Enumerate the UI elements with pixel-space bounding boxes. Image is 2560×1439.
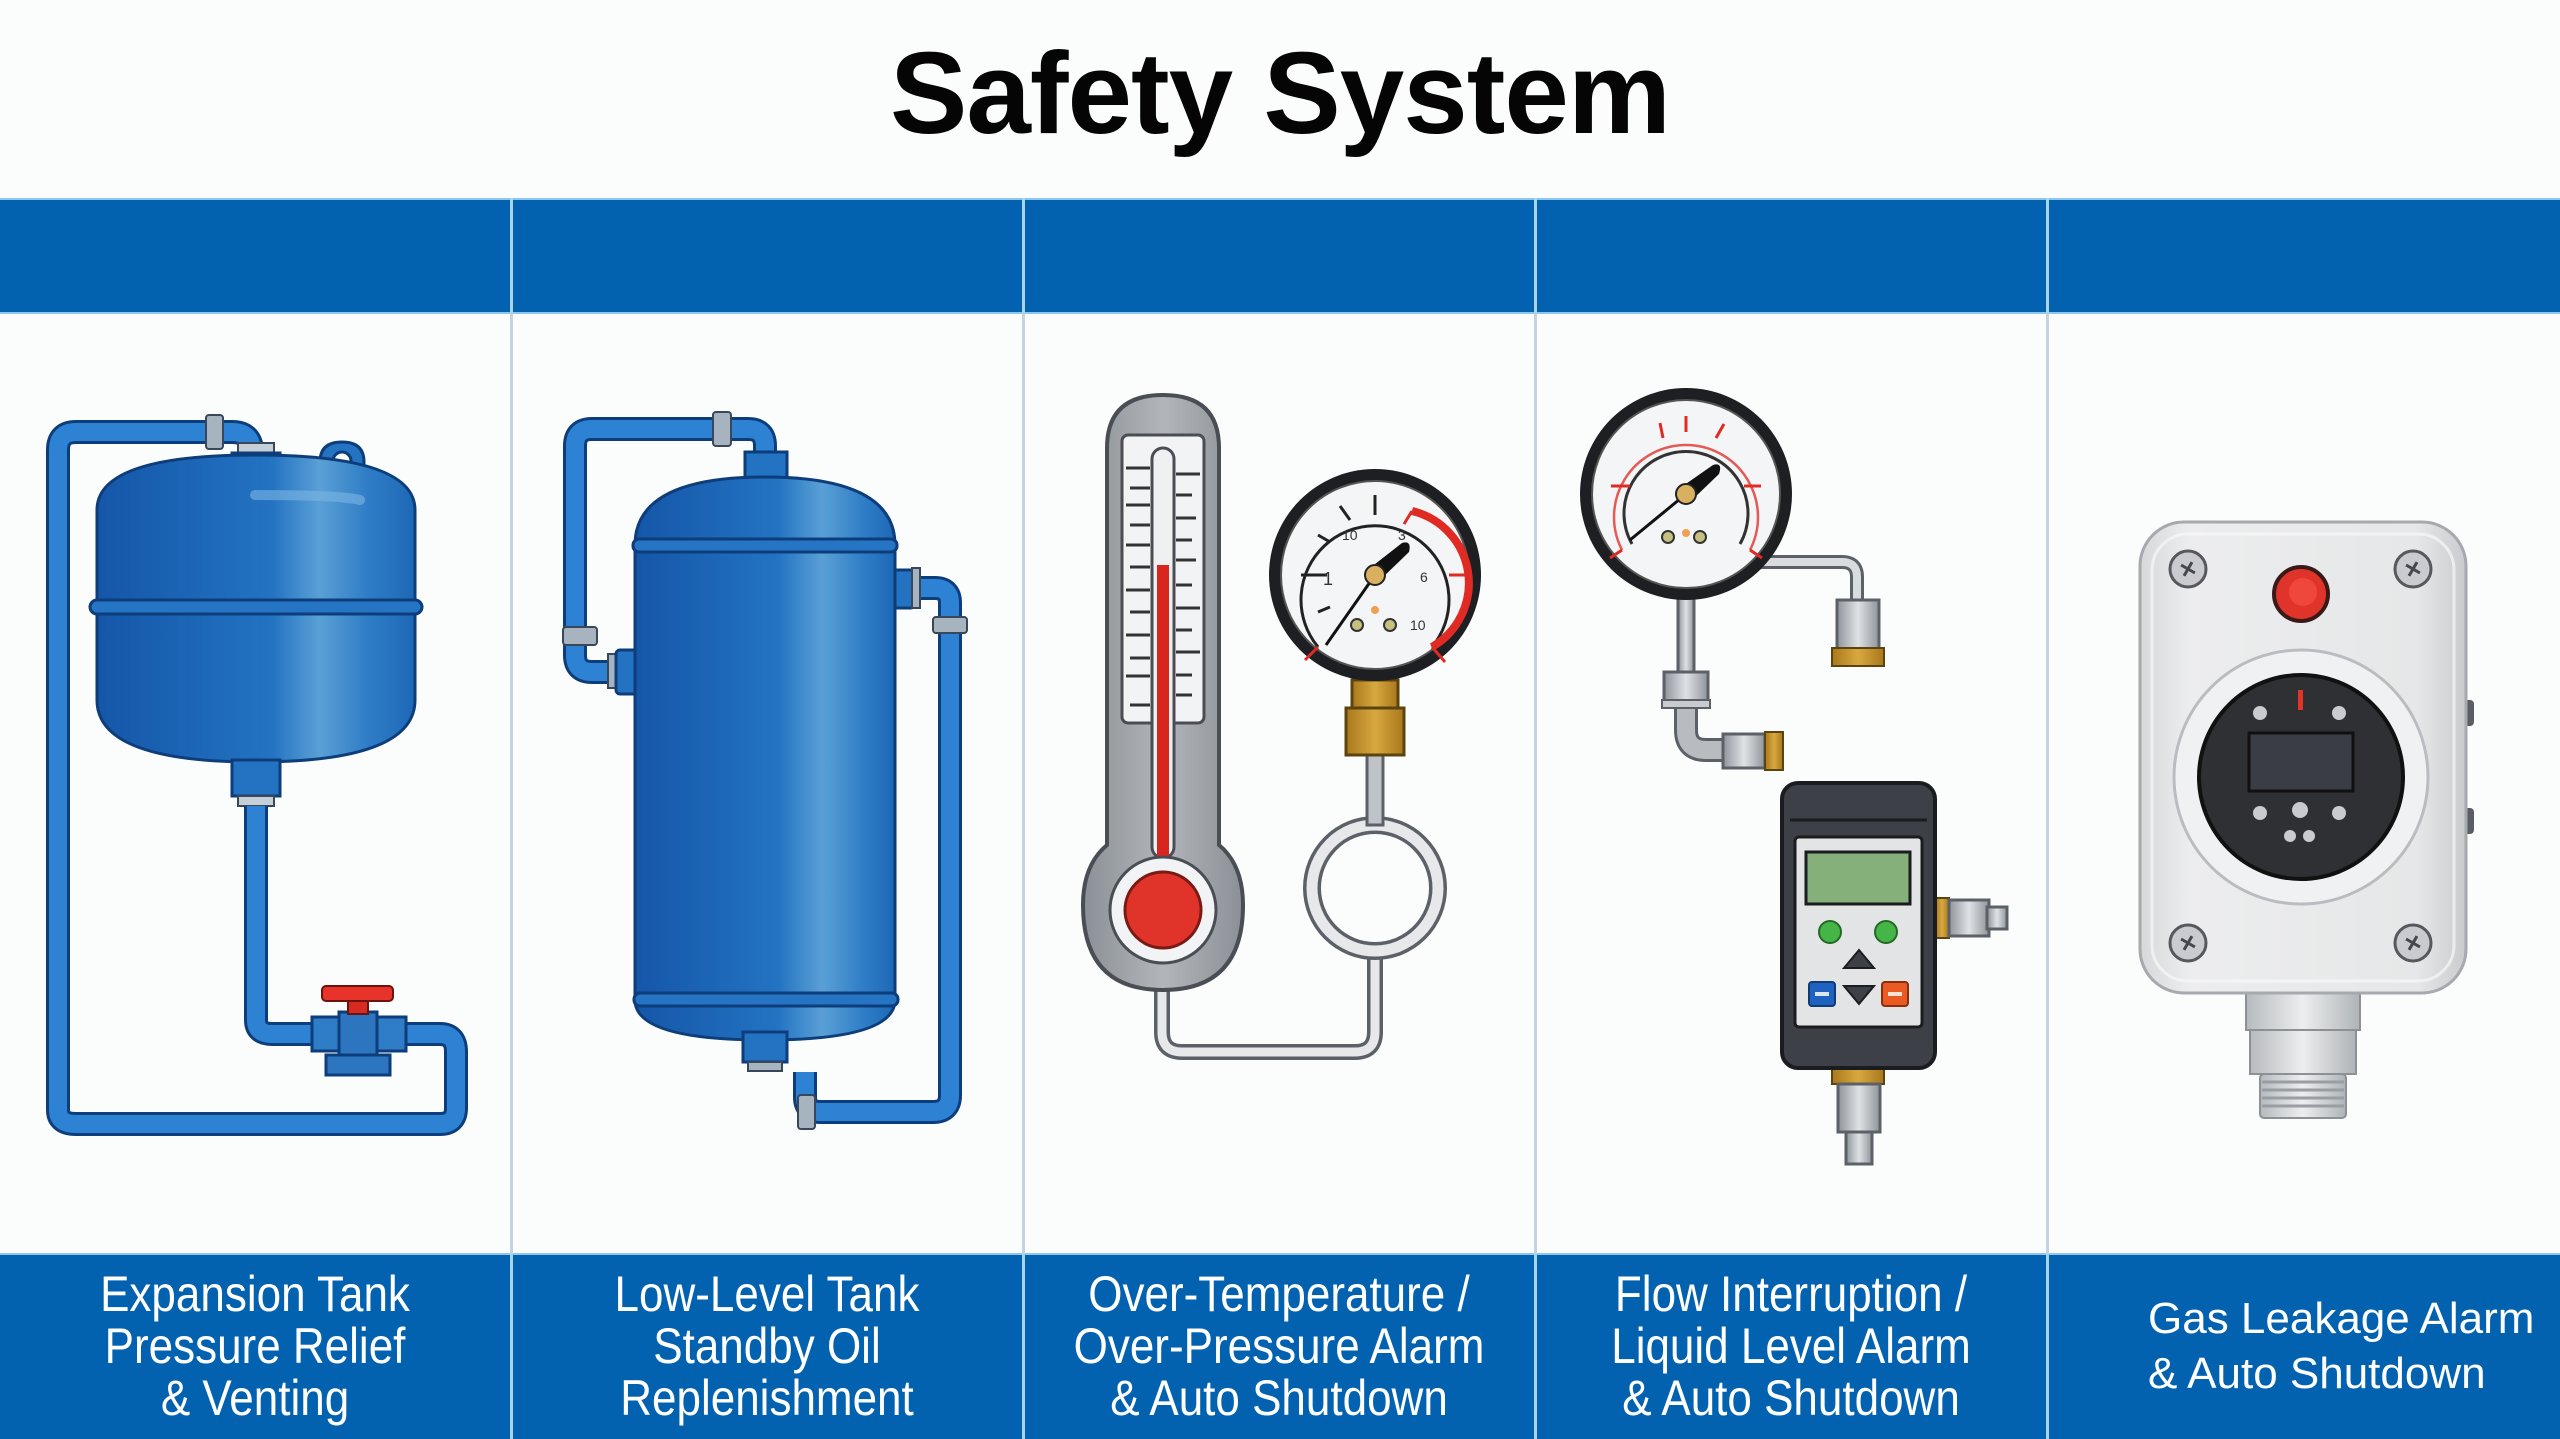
page-title: Safety System (889, 28, 1671, 158)
panel-flow-interruption (1536, 316, 2046, 1251)
column-divider (1022, 198, 1025, 1439)
label-expansion-tank: Expansion Tank Pressure Relief & Venting (0, 1253, 510, 1439)
label-line: Standby Oil (653, 1318, 881, 1374)
gas-detector-enclosure-icon (2138, 520, 2474, 1119)
panel-low-level-tank (512, 316, 1022, 1251)
label-line: Over-Temperature / (1088, 1266, 1470, 1322)
gauge-mark: 10 (1342, 527, 1358, 543)
standby-oil-tank-icon (562, 411, 968, 1130)
up-arrow-icon (1841, 948, 1877, 969)
status-led-icon (1874, 920, 1898, 944)
gauge-and-flow-switch-controller-icon (1580, 388, 2009, 1166)
label-line: & Auto Shutdown (1622, 1370, 1960, 1426)
screw-icon (2168, 549, 2433, 963)
label-line: Liquid Level Alarm (1611, 1318, 1971, 1374)
lcd-display (1804, 850, 1912, 906)
down-arrow-icon (1841, 985, 1877, 1006)
label-flow-interruption: Flow Interruption / Liquid Level Alarm &… (1536, 1253, 2046, 1439)
label-line: Pressure Relief (104, 1318, 406, 1374)
label-line: Over-Pressure Alarm (1073, 1318, 1485, 1374)
column-divider (1534, 198, 1537, 1439)
thermometer-scale (1126, 466, 1200, 707)
label-band (0, 1253, 2560, 1439)
label-line: Low-Level Tank (614, 1266, 920, 1322)
label-line: & Venting (160, 1370, 350, 1426)
label-line: Replenishment (620, 1370, 914, 1426)
gauge-mark: 1 (1323, 569, 1333, 589)
label-line: & Auto Shutdown (2148, 1349, 2486, 1398)
panel-gas-leakage (2048, 316, 2560, 1251)
label-gas-leakage: Gas Leakage Alarm & Auto Shutdown (2048, 1253, 2560, 1439)
gauge-mark: 3 (1398, 527, 1406, 543)
panel-over-temperature: 1 10 3 6 10 (1024, 316, 1534, 1251)
label-line: & Auto Shutdown (1110, 1370, 1448, 1426)
column-divider (2046, 198, 2049, 1439)
expansion-tank-with-valve-icon (46, 414, 468, 1136)
gauge-mark: 10 (1410, 617, 1426, 633)
header-band (0, 198, 2560, 314)
panel-expansion-tank (0, 316, 510, 1251)
detector-display (2247, 731, 2355, 793)
label-line: Expansion Tank (100, 1266, 410, 1322)
label-line: Flow Interruption / (1614, 1266, 1968, 1322)
label-over-temperature: Over-Temperature / Over-Pressure Alarm &… (1024, 1253, 1534, 1439)
thermometer-and-pressure-gauge-icon: 1 10 3 6 10 (1080, 392, 1481, 1060)
label-line: Gas Leakage Alarm (2148, 1294, 2535, 1343)
label-low-level-tank: Low-Level Tank Standby Oil Replenishment (512, 1253, 1022, 1439)
status-led-icon (1818, 920, 1842, 944)
column-divider (510, 198, 513, 1439)
gauge-mark: 6 (1420, 569, 1428, 585)
